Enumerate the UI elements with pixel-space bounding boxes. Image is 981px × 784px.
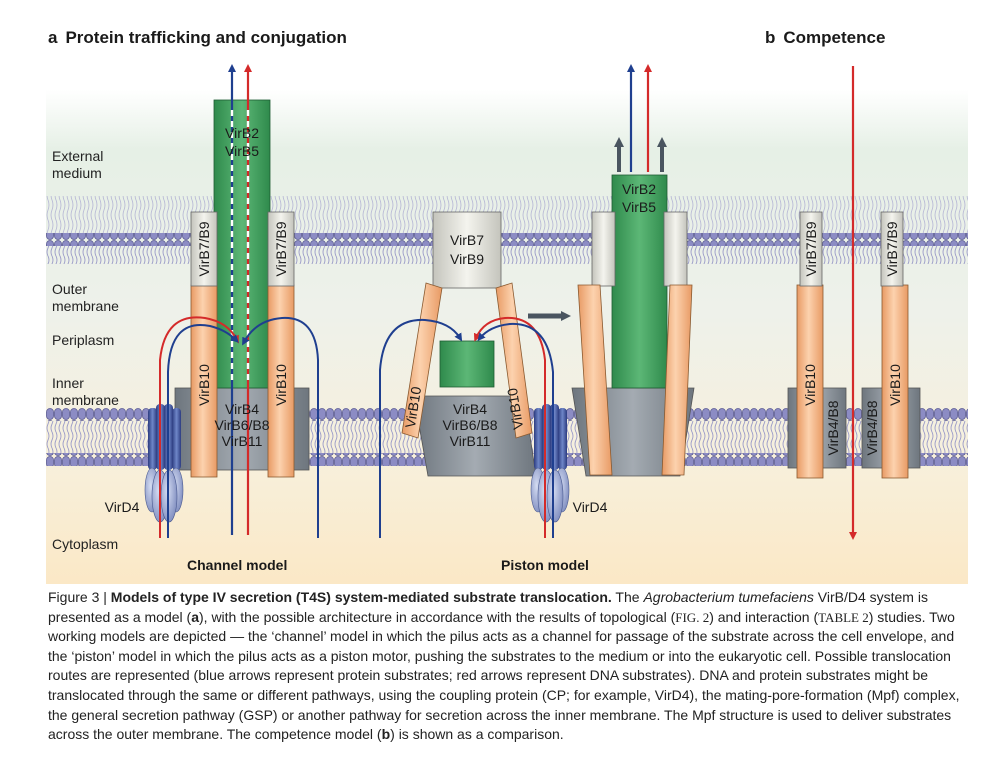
caption-b: b — [381, 726, 391, 743]
caption-fig-ref[interactable]: FIG. 2 — [675, 609, 710, 625]
piston-inner-label-1: VirB4 — [453, 401, 487, 417]
competence-virb7b9-left-label: VirB7/B9 — [803, 221, 819, 276]
panel-a-title-text: Protein trafficking and conjugation — [65, 28, 347, 47]
channel-virD4 — [144, 404, 184, 523]
competence-virb10-left-label: VirB10 — [802, 364, 818, 406]
caption-s6: ) is shown as a comparison. — [390, 726, 564, 743]
piston-virb9-label: VirB9 — [450, 251, 484, 267]
piston-virD4-label: VirD4 — [573, 499, 608, 515]
zone-external: External medium — [52, 148, 103, 182]
extended-pilus-label-1: VirB2 — [622, 181, 656, 197]
channel-virb7b9-left — [190, 211, 218, 287]
caption-s3: ), with the possible architecture in acc… — [199, 608, 676, 625]
zone-outer-line2: membrane — [52, 298, 119, 314]
competence-virb4b8-left-label: VirB4/B8 — [825, 400, 841, 455]
caption-s4: ) and interaction ( — [709, 608, 819, 625]
caption-figure: Figure 3 | — [48, 589, 111, 605]
channel-pilus-label-1: VirB2 — [225, 125, 259, 141]
piston-virb10-left-label: VirB10 — [402, 385, 424, 429]
piston-model-label: Piston model — [501, 557, 589, 573]
zone-outer-line1: Outer — [52, 281, 88, 297]
extended-virb7b9-right — [663, 211, 688, 287]
channel-pilus-label-2: VirB5 — [225, 143, 259, 159]
t4s-diagram: VirB2 VirB5 VirB7/B9 VirB7/B9 VirB10 Vir… — [46, 64, 968, 584]
zone-inner-line1: Inner — [52, 375, 84, 391]
zone-periplasm: Periplasm — [52, 332, 115, 348]
piston-inner-label-2: VirB6/B8 — [443, 417, 498, 433]
channel-virb10-right-label: VirB10 — [273, 364, 289, 406]
zone-external-line1: External — [52, 148, 104, 164]
piston-virb10-right-label: VirB10 — [504, 387, 526, 431]
panel-a-title: a Protein trafficking and conjugation — [48, 28, 347, 48]
extended-virb10-left — [577, 284, 613, 476]
caption-organism: Agrobacterium tumefaciens — [643, 589, 814, 605]
competence-virb7b9-left — [799, 211, 823, 287]
panel-b-title: b Competence — [765, 28, 885, 48]
piston-virD4 — [530, 404, 570, 523]
channel-model — [144, 64, 319, 538]
competence-virb10-right — [881, 284, 909, 479]
piston-inner-label-3: VirB11 — [450, 433, 491, 449]
caption-table-ref[interactable]: TABLE 2 — [818, 609, 869, 625]
figure-caption: Figure 3 | Models of type IV secretion (… — [48, 588, 968, 745]
zone-external-line2: medium — [52, 165, 102, 181]
panel-b-letter: b — [765, 28, 776, 47]
channel-virb10-right — [267, 284, 295, 478]
competence-virb10-right-label: VirB10 — [887, 364, 903, 406]
extended-virb7b9-left — [591, 211, 616, 287]
zone-outer: Outer membrane — [52, 281, 119, 315]
panel-b-title-text: Competence — [783, 28, 886, 47]
competence-virb10-left — [796, 284, 824, 479]
competence-virb4b8-right-label: VirB4/B8 — [864, 400, 880, 455]
piston-pilus-stub — [439, 340, 495, 388]
channel-model-label: Channel model — [187, 557, 288, 573]
extended-virb10-right — [661, 284, 693, 476]
caption-s2: VirB/D4 system is presented as a model ( — [48, 589, 928, 625]
piston-virb7-label: VirB7 — [450, 232, 484, 248]
caption-s1: The — [611, 589, 644, 605]
extended-pilus — [611, 174, 668, 389]
piston-virb7b9-box — [432, 211, 502, 289]
piston-model — [379, 211, 571, 538]
competence-virb7b9-right — [880, 211, 904, 287]
panel-a-letter: a — [48, 28, 58, 47]
channel-inner-label-1: VirB4 — [225, 401, 259, 417]
channel-inner-label-2: VirB6/B8 — [215, 417, 270, 433]
caption-title: Models of type IV secretion (T4S) system… — [110, 589, 612, 605]
caption-s5: ) studies. Two working models are depict… — [48, 608, 960, 743]
competence-virb7b9-right-label: VirB7/B9 — [884, 221, 900, 276]
piston-virb10-right — [495, 282, 533, 439]
channel-virb10-left-label: VirB10 — [196, 364, 212, 406]
zone-inner: Inner membrane — [52, 375, 119, 409]
zone-inner-line2: membrane — [52, 392, 119, 408]
extended-pilus-label-2: VirB5 — [622, 199, 656, 215]
zone-cytoplasm: Cytoplasm — [52, 536, 119, 552]
channel-virb7b9-left-label: VirB7/B9 — [196, 221, 212, 276]
channel-virb7b9-right-label: VirB7/B9 — [273, 221, 289, 276]
caption-a: a — [191, 608, 199, 625]
channel-virD4-label: VirD4 — [105, 499, 140, 515]
channel-pilus — [213, 99, 271, 389]
channel-virb7b9-right — [267, 211, 295, 287]
outer-membrane — [46, 196, 968, 264]
competence-model — [787, 66, 921, 540]
piston-extended — [571, 64, 695, 477]
channel-inner-label-3: VirB11 — [222, 433, 263, 449]
